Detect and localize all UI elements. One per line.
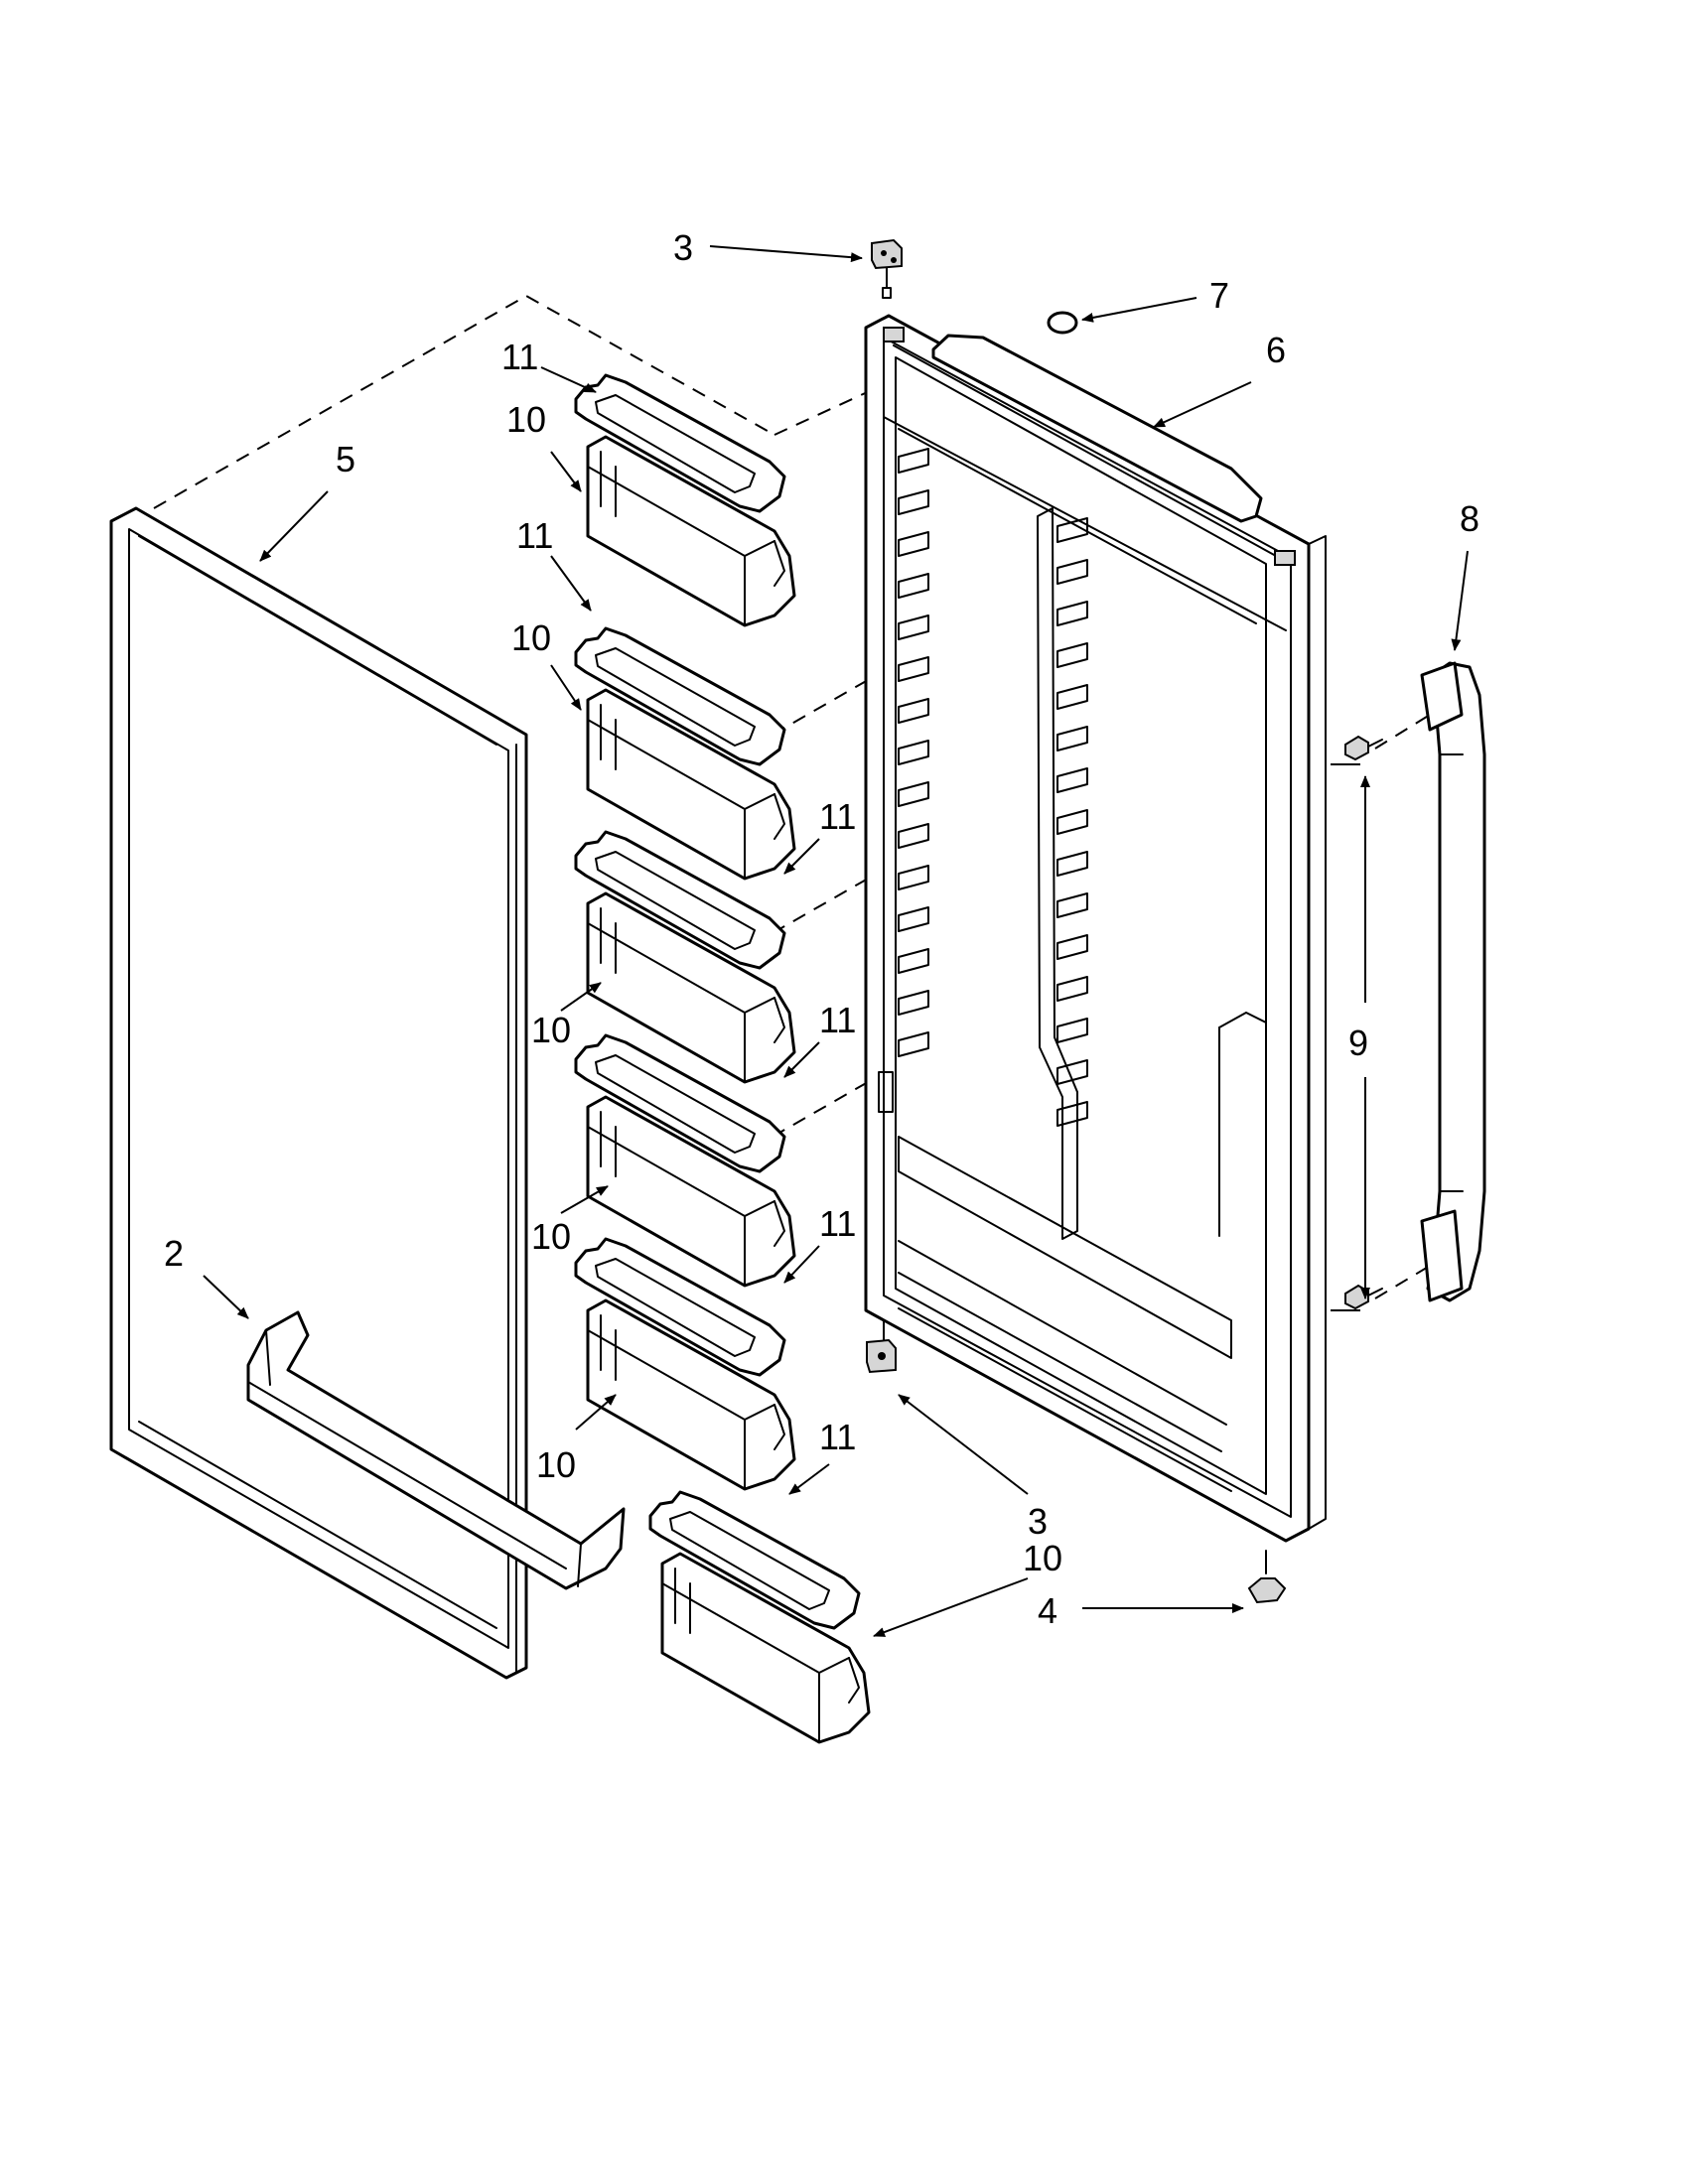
top-hinge [871, 238, 903, 299]
label-part-11-5: 11 [819, 1203, 856, 1244]
label-part-11-4: 11 [819, 1000, 856, 1040]
label-part-11-6: 11 [819, 1417, 856, 1457]
bottom-hinge [866, 1319, 897, 1374]
label-part-10-5: 10 [536, 1444, 576, 1485]
label-part-10-6: 10 [1023, 1538, 1062, 1578]
door-bin-6 [648, 1490, 871, 1744]
label-part-8: 8 [1460, 498, 1479, 539]
label-part-10-4: 10 [531, 1216, 571, 1257]
label-part-2: 2 [164, 1233, 184, 1274]
label-part-3-top: 3 [673, 227, 693, 268]
door-bin-1 [574, 373, 796, 627]
label-part-4: 4 [1038, 1590, 1057, 1631]
door-bin-3 [574, 830, 796, 1084]
label-part-7: 7 [1209, 275, 1229, 316]
label-part-11-2: 11 [516, 515, 553, 556]
door-bins [574, 373, 871, 1744]
label-part-11-1: 11 [501, 337, 538, 377]
label-part-10-3: 10 [531, 1010, 571, 1050]
dimension-lines [1331, 763, 1370, 1311]
door-handle [1420, 661, 1486, 1302]
label-part-11-3: 11 [819, 796, 856, 837]
label-part-6: 6 [1266, 330, 1286, 370]
label-part-3-bottom: 3 [1028, 1501, 1048, 1542]
label-part-5: 5 [336, 439, 355, 479]
screws [1344, 735, 1383, 1310]
door-bin-2 [574, 626, 796, 881]
door-gasket [109, 506, 528, 1680]
label-part-10-2: 10 [511, 617, 551, 658]
door-bin-5 [574, 1237, 796, 1491]
part-labels: 3 7 6 5 8 9 2 3 4 11 10 11 10 11 10 11 1… [164, 227, 1479, 1631]
bushing [1247, 1550, 1287, 1604]
plug [1047, 311, 1078, 335]
label-part-10-1: 10 [506, 399, 546, 440]
door-bin-4 [574, 1033, 796, 1288]
shelf-bar [246, 1310, 626, 1590]
door-liner [864, 314, 1327, 1543]
label-part-9: 9 [1348, 1023, 1368, 1063]
leader-lines [203, 245, 1469, 1637]
